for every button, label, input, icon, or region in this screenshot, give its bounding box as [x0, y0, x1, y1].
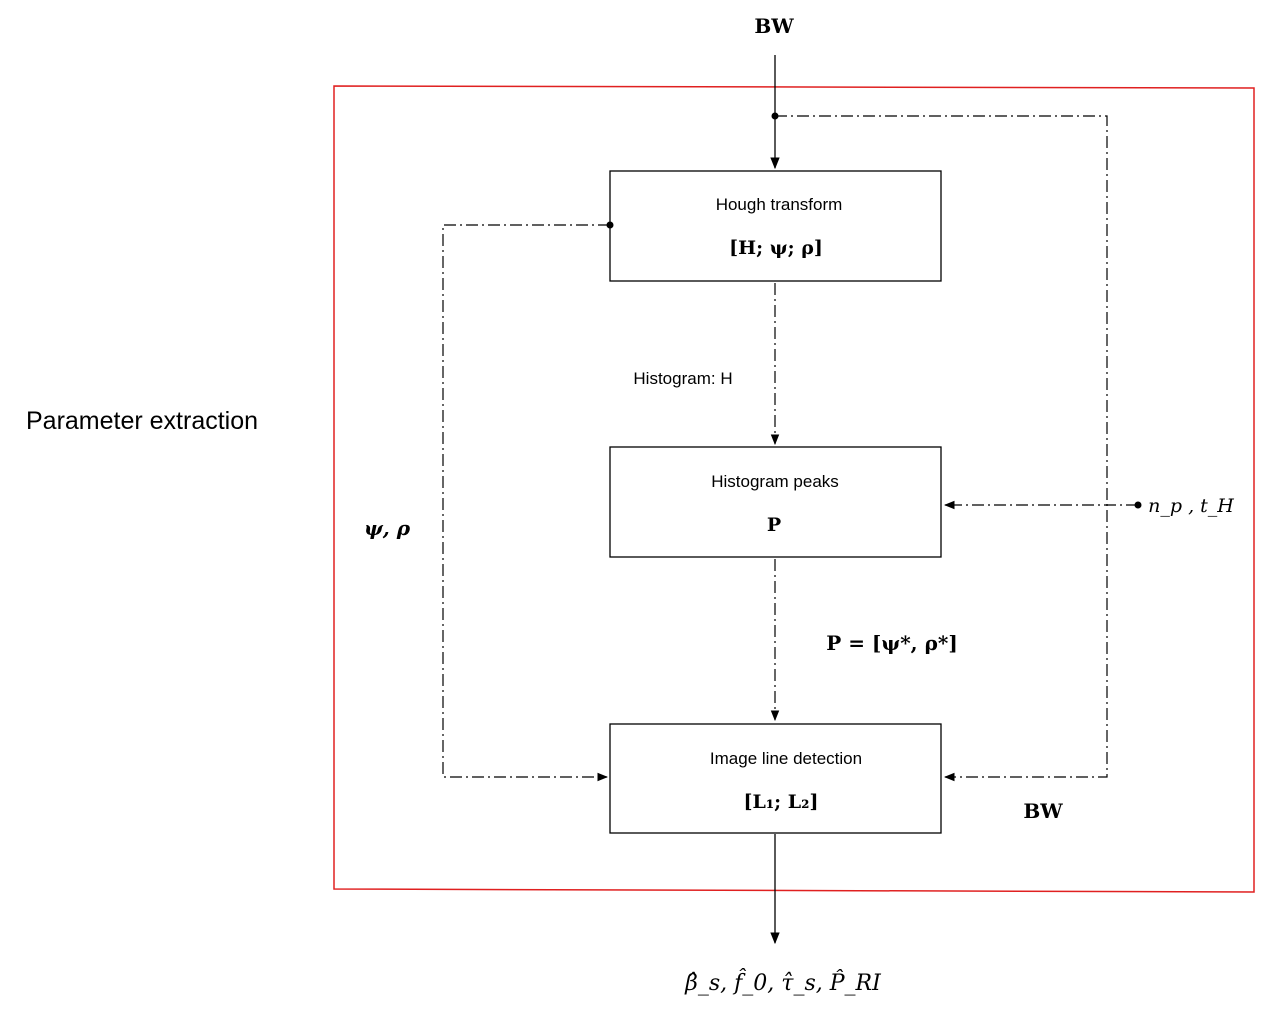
input-bw-top: BW — [754, 14, 794, 38]
detection-formula: [L₁; L₂] — [744, 791, 819, 813]
label-peak-params: P = [ψ*, ρ*] — [826, 631, 958, 655]
output-estimates: β̂_s, f̂_0, τ̂_s, P̂_RI — [684, 969, 882, 996]
histogram-peaks-box — [609, 446, 942, 558]
arrow-psi-rho-to-detection — [442, 224, 610, 782]
arrow-bw-to-detection — [775, 115, 1108, 782]
hough-title: Hough transform — [716, 195, 843, 214]
input-bw-side: BW — [1023, 799, 1063, 823]
hough-transform-box — [609, 170, 942, 282]
label-histogram: Histogram: H — [633, 369, 732, 388]
image-line-detection-box — [609, 723, 942, 834]
hough-formula: [H; ψ; ρ] — [729, 237, 823, 259]
module-frame — [333, 85, 1255, 893]
peaks-formula: P — [767, 514, 781, 536]
label-psi-rho: ψ, ρ — [364, 516, 411, 540]
peaks-title: Histogram peaks — [711, 472, 839, 491]
detection-title: Image line detection — [710, 749, 862, 768]
side-label: Parameter extraction — [26, 407, 258, 435]
label-thresholds: n_p , t_H — [1148, 495, 1234, 517]
